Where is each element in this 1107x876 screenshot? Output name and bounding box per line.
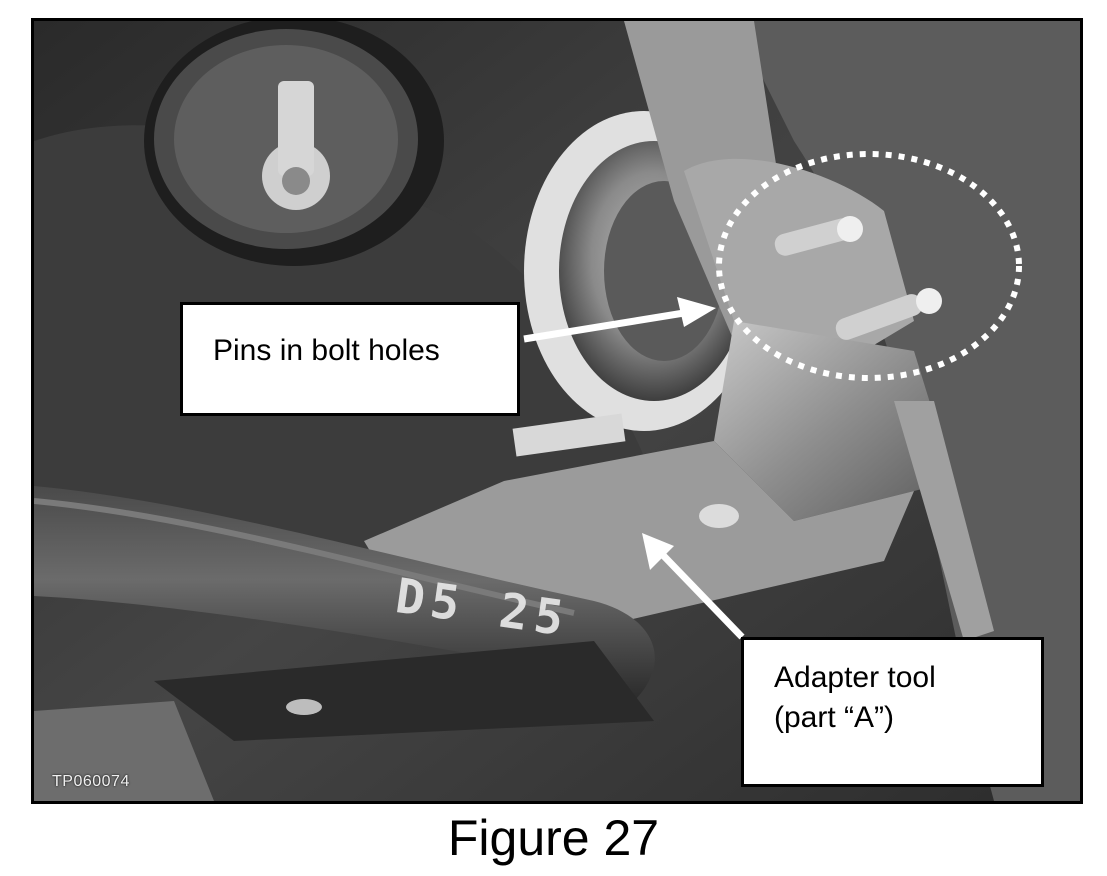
- callout-pins-text: Pins in bolt holes: [213, 334, 440, 367]
- adapter-arrow: [642, 533, 745, 640]
- callout-adapter-line2: (part “A”): [774, 701, 894, 734]
- photo-code: TP060074: [52, 773, 130, 790]
- highlight-circle: [716, 151, 1022, 381]
- pins-arrow: [523, 297, 716, 343]
- lower-link: [154, 641, 654, 741]
- mount-disc: [144, 21, 444, 266]
- callout-adapter-line1: Adapter tool: [774, 661, 936, 694]
- adapter-tool-plate: [364, 158, 954, 621]
- figure-caption: Figure 27: [447, 810, 660, 866]
- photo: [31, 18, 1083, 804]
- callout-pins: Pins in bolt holes: [180, 302, 520, 416]
- sway-bar: [34, 486, 655, 721]
- callout-adapter: Adapter tool (part “A”): [741, 637, 1044, 787]
